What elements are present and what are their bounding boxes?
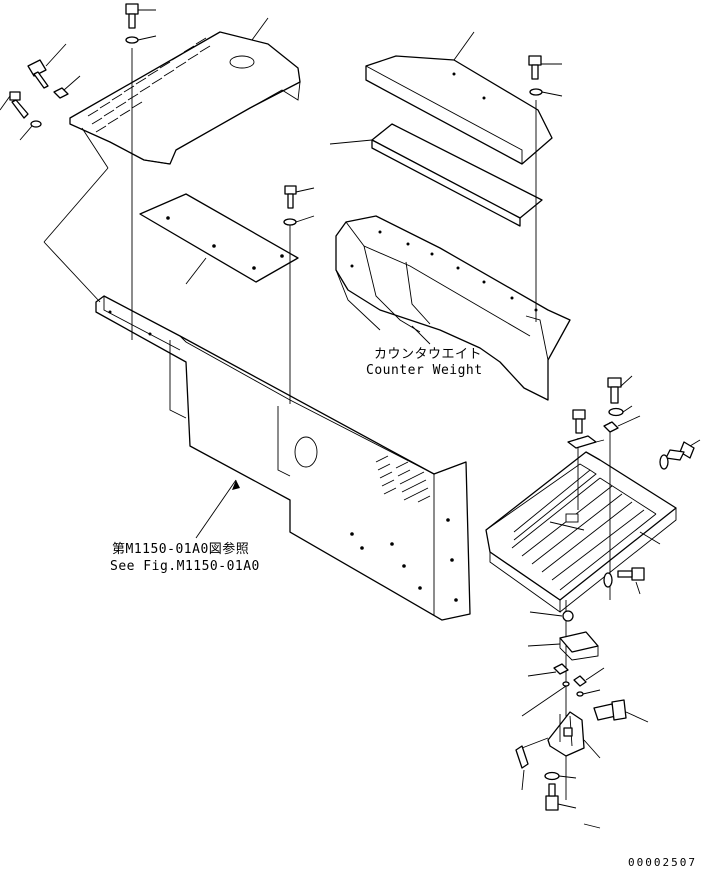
- bolt-icon: [607, 375, 633, 404]
- washer-icon: [603, 572, 613, 588]
- bolt-icon: [284, 185, 315, 209]
- nut-icon: [529, 610, 574, 622]
- side-panel: [95, 295, 471, 621]
- bolt-icon: [593, 699, 649, 723]
- counterweight-callout: カウンタウエイト Counter Weight: [366, 347, 483, 378]
- pin-icon: [515, 737, 549, 791]
- bolt-icon: [125, 3, 156, 29]
- bolt-icon: [572, 409, 586, 434]
- counterweight-cover: [365, 31, 553, 165]
- step-assembly: [485, 422, 677, 613]
- counterweight-pad: [329, 123, 543, 227]
- washer-icon: [529, 88, 563, 97]
- bolt-icon: [573, 667, 605, 687]
- nut-icon: [527, 663, 569, 677]
- counterweight-body: [335, 100, 571, 401]
- bolt-icon: [617, 567, 645, 595]
- nut-icon: [53, 75, 81, 99]
- bolt-group-step: [567, 375, 701, 595]
- counterweight-label-en: Counter Weight: [366, 363, 483, 378]
- washer-icon: [544, 771, 577, 781]
- top-cover-plate: [69, 17, 301, 165]
- bolt-icon: [27, 43, 67, 89]
- bolt-group-counterweight: [528, 55, 563, 97]
- washer-icon: [608, 405, 633, 417]
- bracket-icon: [527, 631, 599, 661]
- bolt-icon: [528, 55, 562, 80]
- cover-plate-small: [139, 193, 299, 285]
- bolt-icon: [545, 783, 577, 811]
- latch-icon: [547, 711, 601, 759]
- washer-icon: [125, 35, 157, 44]
- latch-assembly: [515, 600, 649, 829]
- see-figure-label-jp: 第M1150-01A0図参照: [112, 541, 249, 557]
- bolt-group-center: [283, 185, 315, 226]
- washer-icon: [659, 454, 669, 470]
- assembly-leaders: [43, 48, 291, 404]
- bolt-icon: [665, 439, 701, 461]
- washer-icon: [19, 120, 42, 141]
- see-figure-label-en: See Fig.M1150-01A0: [110, 559, 260, 574]
- washer-icon: [567, 435, 605, 449]
- nut-icon: [603, 415, 641, 433]
- drawing-number: 00002507: [628, 856, 697, 869]
- bolt-icon: [0, 91, 29, 119]
- washer-icon: [576, 689, 601, 697]
- washer-icon: [283, 215, 315, 226]
- see-figure-callout: 第M1150-01A0図参照 See Fig.M1150-01A0: [110, 541, 260, 574]
- counterweight-label-jp: カウンタウエイト: [374, 347, 482, 362]
- bolt-group-top-left: [0, 3, 157, 141]
- washer-icon: [521, 681, 570, 717]
